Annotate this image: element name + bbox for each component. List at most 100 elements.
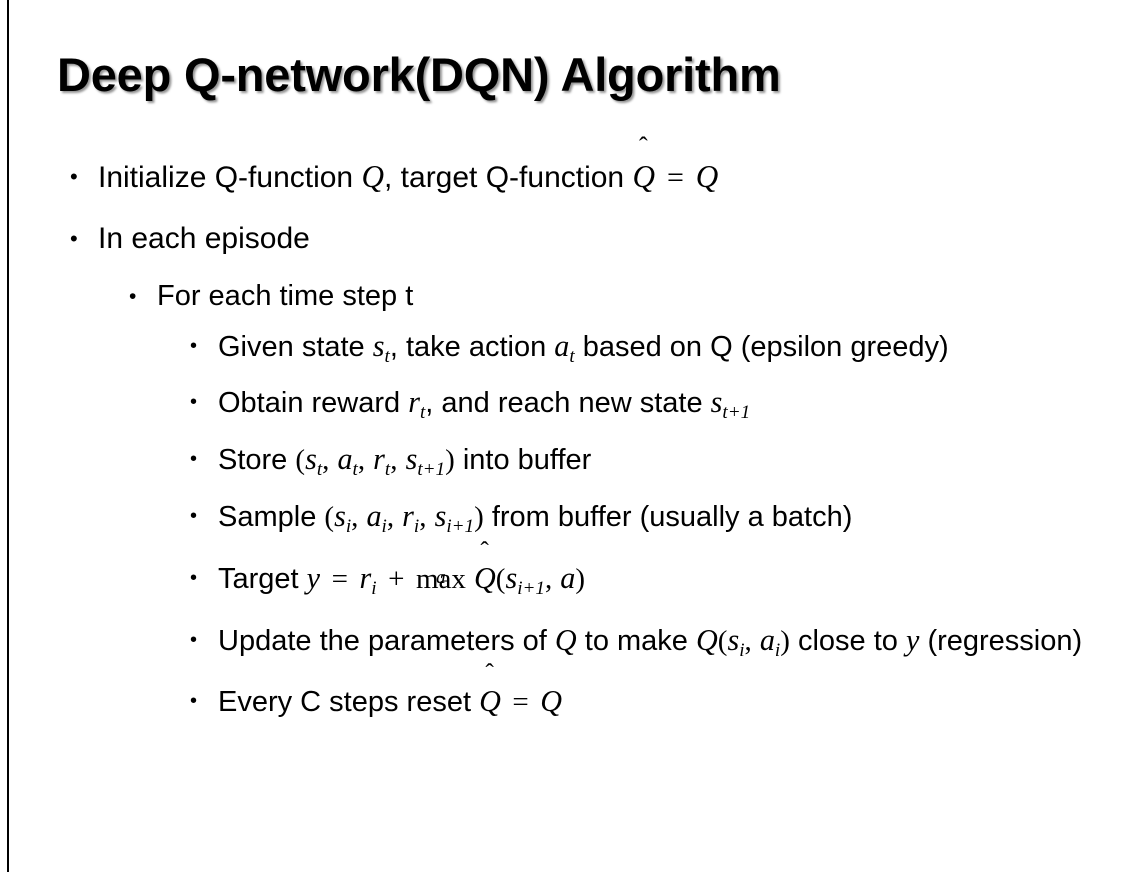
math-q: Q	[554, 622, 577, 657]
bullet-text: Initialize Q-function Q, target Q-functi…	[98, 133, 1124, 208]
math-subscript-t: t	[352, 459, 358, 481]
math-subscript-i: i	[371, 578, 377, 600]
bullet-text: Update the parameters of Q to make Q(si,…	[218, 618, 1094, 673]
bullet-marker: •	[190, 505, 198, 528]
text-segment: , take action	[389, 331, 547, 363]
math-q2: Q	[696, 622, 718, 657]
bullet-marker: •	[190, 448, 198, 471]
math-s: s	[505, 561, 518, 596]
math-subscript-i: i	[381, 516, 387, 538]
math-subscript-t: t	[384, 459, 391, 481]
math-s: s	[334, 499, 346, 534]
math-a: a	[337, 442, 353, 477]
math-r: r	[408, 385, 420, 420]
math-y: y	[906, 622, 920, 657]
math-subscript-t: t	[384, 346, 390, 368]
math-q: Q	[361, 159, 384, 194]
page-title: Deep Q-network(DQN) Algorithm	[57, 48, 781, 101]
max-subscript-a: a	[436, 566, 446, 588]
math-subscript-i-plus-1: i+1	[446, 516, 475, 538]
math-comma: ,	[357, 444, 366, 477]
hat-accent: ˆ	[480, 536, 489, 565]
text-segment: into buffer	[462, 444, 592, 477]
math-r: r	[373, 442, 385, 477]
bullet-marker: •	[190, 335, 198, 357]
hat-accent: ˆ	[485, 659, 494, 688]
text-segment: Update the parameters of	[218, 624, 547, 657]
math-comma: ,	[386, 501, 395, 534]
math-subscript-i: i	[739, 639, 745, 661]
bullet-text: Obtain reward rt, and reach new state st…	[218, 379, 1094, 436]
text-segment: Target	[218, 563, 299, 596]
math-subscript-t-plus-1: t+1	[417, 459, 446, 481]
math-subscript-t-plus-1: t+1	[722, 402, 751, 424]
text-segment: Given state	[218, 331, 365, 363]
bullet-in-each-episode: • In each episode	[0, 208, 1124, 269]
math-paren-open: (	[324, 501, 335, 534]
math-subscript-t: t	[569, 346, 575, 368]
hat-accent: ˆ	[639, 131, 648, 161]
math-comma: ,	[419, 501, 427, 534]
bullet-text: In each episode	[98, 222, 310, 255]
text-segment: , target Q-function	[384, 161, 625, 194]
bullet-for-each-time-step: • For each time step t	[0, 269, 1124, 324]
math-a: a	[366, 499, 382, 534]
text-segment: Obtain reward	[218, 387, 401, 420]
bullet-update-parameters: • Update the parameters of Q to make Q(s…	[0, 618, 1124, 673]
math-paren-close: )	[575, 563, 586, 596]
bullet-given-state: • Given state st, take action at based o…	[0, 324, 1124, 379]
bullet-marker: •	[190, 689, 198, 712]
bullet-text: Store (st, at, rt, st+1) into buffer	[218, 436, 1094, 493]
math-subscript-t: t	[419, 402, 426, 424]
math-equals: =	[331, 563, 348, 596]
math-a: a	[759, 622, 775, 657]
math-paren-close: )	[474, 501, 484, 534]
math-r: r	[359, 561, 372, 596]
math-plus: +	[388, 563, 405, 596]
text-segment: Sample	[218, 501, 317, 534]
math-equals: =	[666, 161, 684, 194]
math-comma: ,	[544, 563, 553, 596]
math-a: a	[560, 561, 576, 596]
math-paren-close: )	[780, 624, 790, 657]
math-q-base: Q	[473, 561, 496, 596]
bullet-marker: •	[190, 391, 198, 414]
left-edge-rule	[7, 0, 9, 872]
math-paren-open: (	[295, 444, 306, 477]
math-subscript-i: i	[345, 516, 352, 538]
text-segment: Every C steps reset	[218, 685, 472, 718]
math-paren-open: (	[717, 624, 728, 657]
math-subscript-i-plus-1: i+1	[517, 578, 545, 600]
math-s: s	[305, 442, 317, 477]
text-segment: , and reach new state	[425, 387, 703, 420]
text-segment: from buffer (usually a batch)	[491, 501, 853, 534]
math-q-base: Q	[479, 683, 501, 718]
math-subscript-i: i	[413, 516, 420, 538]
text-segment: Initialize Q-function	[98, 161, 354, 194]
text-segment: based on Q (epsilon greedy)	[582, 331, 949, 363]
math-paren-close: )	[445, 444, 455, 477]
bullet-text: For each time step t	[157, 280, 414, 312]
bullet-marker: •	[190, 567, 198, 590]
math-comma: ,	[390, 444, 398, 477]
bullet-marker: •	[70, 164, 78, 189]
math-equals: =	[512, 685, 529, 718]
math-s: s	[434, 499, 447, 534]
bullet-marker: •	[129, 285, 137, 308]
math-subscript-t: t	[316, 459, 323, 481]
math-q: Q	[540, 683, 563, 718]
bullet-initialize: • Initialize Q-function Q, target Q-func…	[0, 133, 1124, 208]
math-a: a	[554, 329, 570, 363]
bullet-text: Sample (si, ai, ri, si+1) from buffer (u…	[218, 493, 1094, 550]
math-comma: ,	[744, 624, 752, 657]
math-y: y	[306, 561, 321, 596]
math-comma: ,	[322, 444, 330, 477]
